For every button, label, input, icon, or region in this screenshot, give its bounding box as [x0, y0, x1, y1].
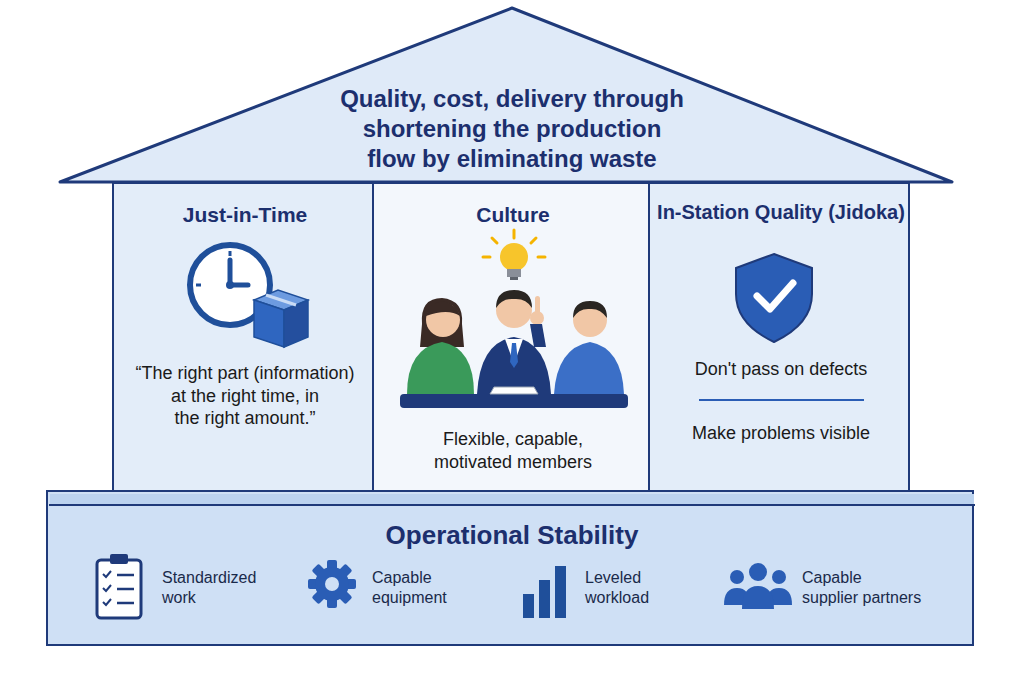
- icon-part: [510, 343, 518, 368]
- gear-icon: [308, 560, 356, 608]
- icon-part: [426, 303, 460, 337]
- icon-part: [226, 281, 234, 289]
- icon-part: [196, 284, 201, 287]
- icon-part: [724, 588, 750, 605]
- pillar-heading: Culture: [378, 202, 648, 228]
- lightbulb-icon: [483, 230, 545, 280]
- foundation-heading: Operational Stability: [48, 519, 976, 552]
- icon-part: [407, 342, 474, 394]
- icon-part: [327, 560, 337, 608]
- icon-part: [530, 311, 544, 325]
- man-figure: [554, 301, 624, 394]
- foundation-item: Standardized work: [162, 568, 274, 608]
- icon-part: [477, 337, 551, 394]
- pillar-box: In-Station Quality (Jidoka) Don't pass on…: [648, 182, 910, 492]
- presenter-figure: [477, 290, 551, 394]
- icon-part: [496, 292, 532, 328]
- icon-part: [507, 269, 521, 277]
- icon-part: [554, 342, 624, 394]
- icon-part: [117, 574, 134, 577]
- pillar-box: Just-in-Time “The right part (information…: [112, 182, 374, 492]
- icon-part: [530, 324, 546, 347]
- icon-part: [110, 554, 128, 564]
- icon-part: [523, 594, 534, 618]
- icon-part: [60, 8, 952, 182]
- icon-part: [266, 295, 296, 305]
- roof-title: Quality, cost, delivery through shorteni…: [277, 84, 747, 174]
- woman-figure: [407, 298, 474, 394]
- icon-part: [766, 588, 792, 605]
- icon-part: [483, 256, 490, 259]
- icon-part: [505, 339, 523, 364]
- icon-part: [229, 251, 232, 256]
- meeting-illustration: [400, 230, 628, 408]
- pillar-text: Flexible, capable, motivated members: [384, 428, 642, 473]
- icon-part: [315, 567, 349, 601]
- icon-part: [492, 238, 497, 243]
- foundation-box: Operational StabilityStandardized work Ca…: [46, 490, 974, 646]
- icon-part: [103, 585, 111, 591]
- paper-sheet: [490, 387, 538, 394]
- icon-part: [531, 238, 536, 243]
- icon-part: [539, 580, 550, 618]
- icon-part: [117, 588, 134, 591]
- base-ledge: [50, 494, 974, 505]
- icon-part: [573, 303, 607, 337]
- icon-part: [103, 599, 111, 605]
- clipboard-icon: [97, 554, 141, 618]
- roof-shape: [60, 8, 952, 182]
- icon-part: [538, 256, 545, 259]
- icon-part: [730, 570, 744, 584]
- bar-chart-icon: [523, 566, 566, 618]
- icon-part: [555, 566, 566, 618]
- icon-part: [228, 260, 233, 285]
- icon-part: [311, 563, 352, 604]
- roof-box: Quality, cost, delivery through shorteni…: [56, 6, 954, 186]
- pillar-box: CultureFlexible, capable, motivated memb…: [372, 182, 650, 492]
- pillar-heading: In-Station Quality (Jidoka): [654, 200, 908, 225]
- pillar-text: Don't pass on defects: [654, 358, 908, 381]
- foundation-item: Leveled workload: [585, 568, 689, 608]
- icon-part: [254, 290, 308, 310]
- icon-part: [513, 230, 516, 238]
- pillar-heading: Just-in-Time: [118, 202, 372, 228]
- icon-part: [772, 570, 786, 584]
- icon-part: [117, 602, 134, 605]
- base-ledge-line: [49, 504, 975, 506]
- icon-part: [284, 300, 308, 347]
- icon-part: [190, 245, 270, 325]
- people-group-icon: [724, 563, 792, 609]
- icon-part: [426, 302, 460, 316]
- icon-part: [757, 283, 793, 309]
- icon-part: [749, 563, 767, 581]
- base-icons: [49, 494, 975, 618]
- icon-part: [500, 243, 528, 271]
- icon-part: [311, 563, 352, 604]
- icon-part: [325, 577, 339, 591]
- icon-part: [510, 277, 518, 280]
- foundation-item: Capable equipment: [372, 568, 484, 608]
- foundation-item: Capable supplier partners: [802, 568, 952, 608]
- icon-part: [308, 579, 356, 589]
- icon-part: [230, 283, 248, 288]
- clock-box-icon: [190, 245, 308, 347]
- icon-part: [742, 586, 774, 609]
- pillar-text: Make problems visible: [654, 422, 908, 445]
- icon-part: [573, 301, 607, 318]
- icon-part: [535, 296, 540, 314]
- pillar-text: “The right part (information) at the rig…: [126, 362, 364, 430]
- icon-part: [420, 298, 464, 347]
- icon-part: [254, 300, 284, 347]
- icon-part: [97, 560, 141, 618]
- icon-part: [736, 254, 812, 342]
- icon-part: [103, 571, 111, 577]
- divider-line: [699, 399, 864, 401]
- meeting-table: [400, 394, 628, 408]
- icon-part: [496, 290, 532, 308]
